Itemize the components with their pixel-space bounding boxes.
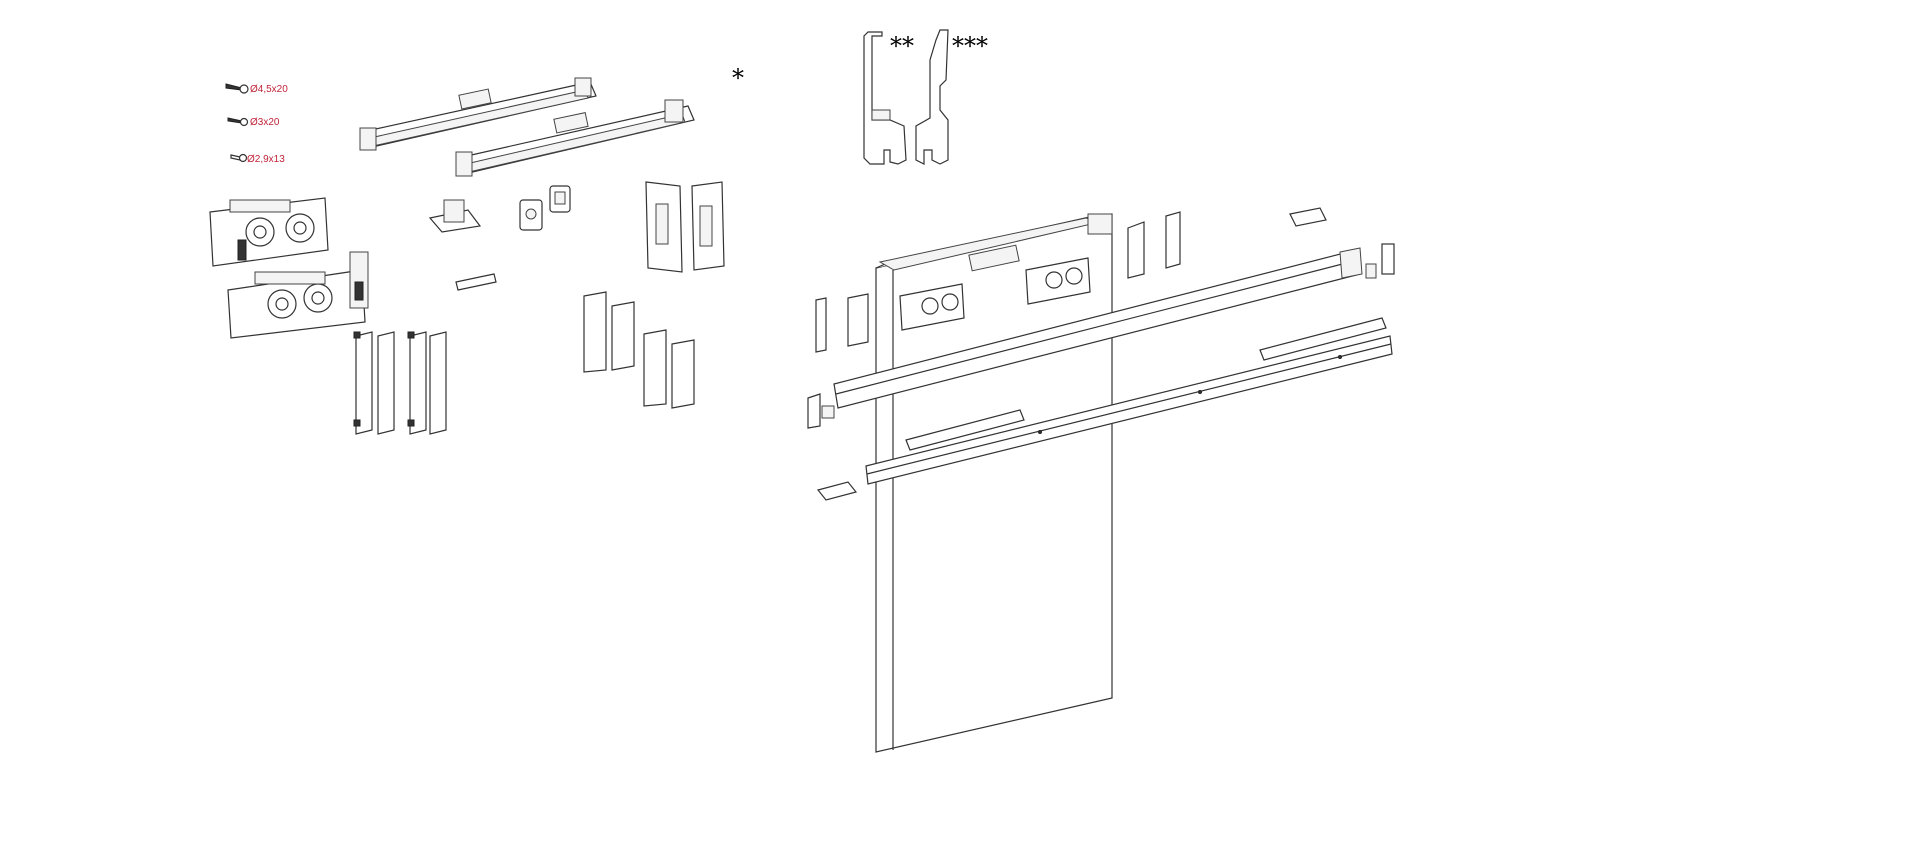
screw-icon [227, 117, 243, 124]
guide-block-2 [549, 185, 571, 213]
runner-stopper-left [816, 481, 858, 501]
roller-carriage-1 [209, 197, 329, 267]
top-rail [833, 247, 1363, 409]
screw-label: Ø4,5x20 [250, 84, 288, 95]
clip-part [455, 273, 497, 291]
screw-label: Ø3x20 [250, 117, 280, 128]
door-carriage-right [1025, 257, 1091, 305]
end-stop-left [807, 393, 835, 429]
vertical-guide-strips [353, 331, 447, 435]
screw-2-9x13: Ø2,9x13 [230, 153, 285, 165]
side-bracket-left [815, 293, 869, 353]
rail-damper-left [905, 409, 1025, 451]
marker-single-star: * [732, 64, 744, 92]
profile-triple-star [915, 29, 949, 165]
profile-double-star [863, 31, 907, 165]
end-caps [583, 291, 695, 409]
marker-double-star: ** [890, 32, 914, 60]
screw-4-5x20: Ø4,5x20 [225, 83, 288, 95]
top-right-parts [1127, 207, 1395, 279]
stopper-bracket [428, 199, 482, 233]
door-carriage-left [899, 283, 965, 331]
bottom-rail [865, 335, 1393, 485]
rail-damper-right [1259, 317, 1387, 361]
screw-icon [230, 154, 241, 161]
screw-3x20: Ø3x20 [227, 117, 280, 128]
screw-label: Ø2,9x13 [247, 154, 285, 165]
marker-triple-star: *** [952, 32, 988, 60]
soft-close-damper-1 [359, 77, 597, 151]
door-bracket-pair [645, 181, 725, 273]
roller-carriage-2 [227, 251, 369, 339]
guide-block-1 [519, 199, 543, 231]
soft-close-damper-2 [455, 99, 695, 177]
